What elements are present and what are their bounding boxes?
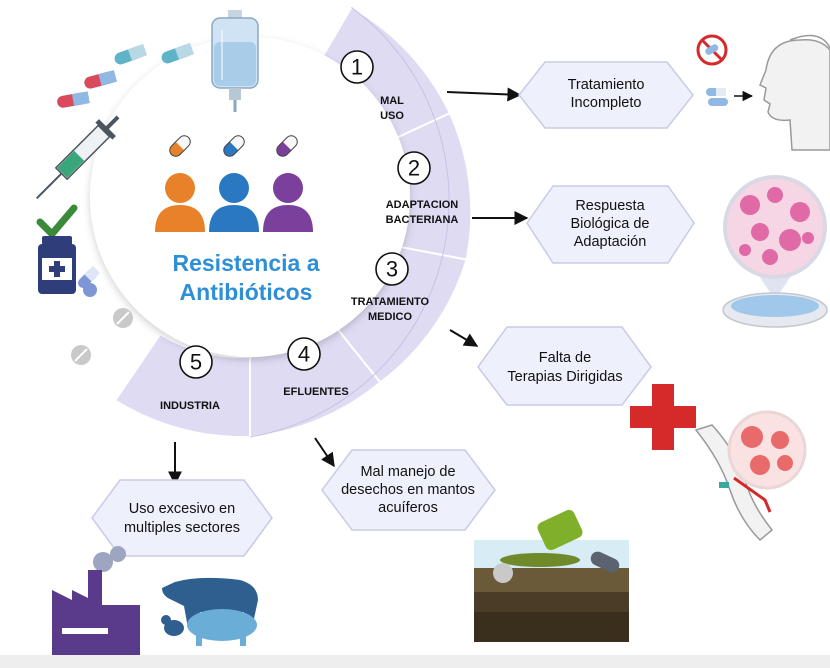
- cells-icon: [727, 410, 807, 490]
- segment-5: 5 INDUSTRIA: [160, 345, 220, 412]
- number-badge: [287, 337, 321, 371]
- segment-number: 1: [351, 55, 363, 80]
- outcome-text: multiples sectores: [124, 520, 240, 536]
- outcome-text: Uso excesivo en: [129, 501, 235, 517]
- outcome-hexagon-1: Tratamiento Incompleto: [518, 61, 694, 129]
- capsule-icon: [169, 133, 193, 157]
- outcome-text: desechos en mantos: [341, 482, 475, 498]
- petri-dish-icon: [722, 292, 828, 328]
- outcome-hexagon-4: Mal manejo de desechos en mantos acuífer…: [321, 449, 496, 531]
- segment-label: MEDICO: [368, 311, 412, 323]
- diagram-title-line2: Antibióticos: [180, 279, 313, 305]
- number-badge: [375, 252, 409, 286]
- arrow-4: [314, 437, 335, 468]
- person-icon: [155, 173, 205, 232]
- segment-label: BACTERIANA: [386, 214, 459, 226]
- check-icon: [36, 204, 78, 238]
- outcome-text: Incompleto: [571, 95, 642, 111]
- number-badge: [397, 151, 431, 185]
- segment-label: EFLUENTES: [283, 386, 348, 398]
- segment-number: 3: [386, 257, 398, 282]
- segment-number: 5: [190, 350, 202, 375]
- pig-icon: [187, 609, 257, 646]
- outcome-hexagon-5: Uso excesivo en multiples sectores: [91, 479, 273, 557]
- capsule-icon: [161, 42, 195, 64]
- diagram-title-line1: Resistencia a: [172, 250, 319, 276]
- outcome-text: Terapias Dirigidas: [507, 369, 622, 385]
- people-group: [155, 133, 313, 232]
- segment-4: 4 EFLUENTES: [283, 337, 349, 398]
- segment-industria: [113, 332, 251, 439]
- segment-label: MAL: [380, 95, 404, 107]
- patient-face-icon: [759, 34, 830, 151]
- bacteria-culture-icon: [723, 175, 827, 300]
- connector-arrows: [168, 87, 529, 486]
- segment-label: TRATAMIENTO: [351, 296, 430, 308]
- pill-icon: [83, 283, 97, 297]
- pill-icon: [78, 265, 101, 288]
- capsule-icon: [276, 133, 300, 157]
- outcome-text: Biológica de: [571, 216, 650, 232]
- number-badge: [340, 50, 374, 84]
- segment-label: INDUSTRIA: [160, 400, 220, 412]
- no-pills-icon: [696, 34, 728, 66]
- medicine-bottle-icon: [38, 236, 76, 294]
- infected-arm-icon: [694, 424, 774, 542]
- person-icon: [263, 173, 313, 232]
- outcome-text: Mal manejo de: [360, 464, 455, 480]
- center-disc: [90, 37, 410, 357]
- pill-icon: [113, 308, 133, 328]
- number-badge: [179, 345, 213, 379]
- outcome-hexagon-2: Respuesta Biológica de Adaptación: [526, 185, 695, 264]
- outcome-text: Falta de: [539, 350, 591, 366]
- person-icon: [209, 173, 259, 232]
- arrow-3: [449, 329, 479, 347]
- outcome-hexagon-3: Falta de Terapias Dirigidas: [477, 326, 652, 406]
- segment-3: 3 TRATAMIENTO MEDICO: [351, 252, 430, 323]
- outcome-text: acuíferos: [378, 500, 438, 516]
- capsule-icon: [57, 91, 90, 108]
- chicken-icon: [161, 615, 184, 636]
- pill-icon: [493, 563, 513, 583]
- factory-icon: [52, 546, 140, 655]
- arrow-1: [446, 87, 522, 102]
- capsule-icon: [223, 133, 247, 157]
- pill-icon: [71, 345, 91, 365]
- cow-icon: [162, 577, 258, 628]
- capsule-icon: [84, 70, 118, 89]
- cells-icon: [739, 187, 814, 265]
- iv-bag-icon: [211, 10, 259, 112]
- medical-cross-icon: [630, 384, 696, 450]
- segment-2: 2 ADAPTACION BACTERIANA: [386, 151, 459, 226]
- bottom-strip: [0, 655, 830, 668]
- outcome-text: Respuesta: [575, 198, 645, 214]
- pill-icon: [706, 88, 728, 106]
- segment-1: 1 MAL USO: [340, 50, 404, 122]
- oil-barrel-icon: [537, 509, 620, 573]
- capsule-icon: [114, 43, 148, 65]
- segment-label: USO: [380, 110, 404, 122]
- segment-label: ADAPTACION: [386, 199, 459, 211]
- segment-number: 4: [298, 342, 310, 367]
- segment-number: 2: [408, 156, 420, 181]
- outcome-text: Tratamiento: [568, 77, 645, 93]
- outcome-text: Adaptación: [574, 234, 647, 250]
- syringe-icon: [36, 115, 120, 199]
